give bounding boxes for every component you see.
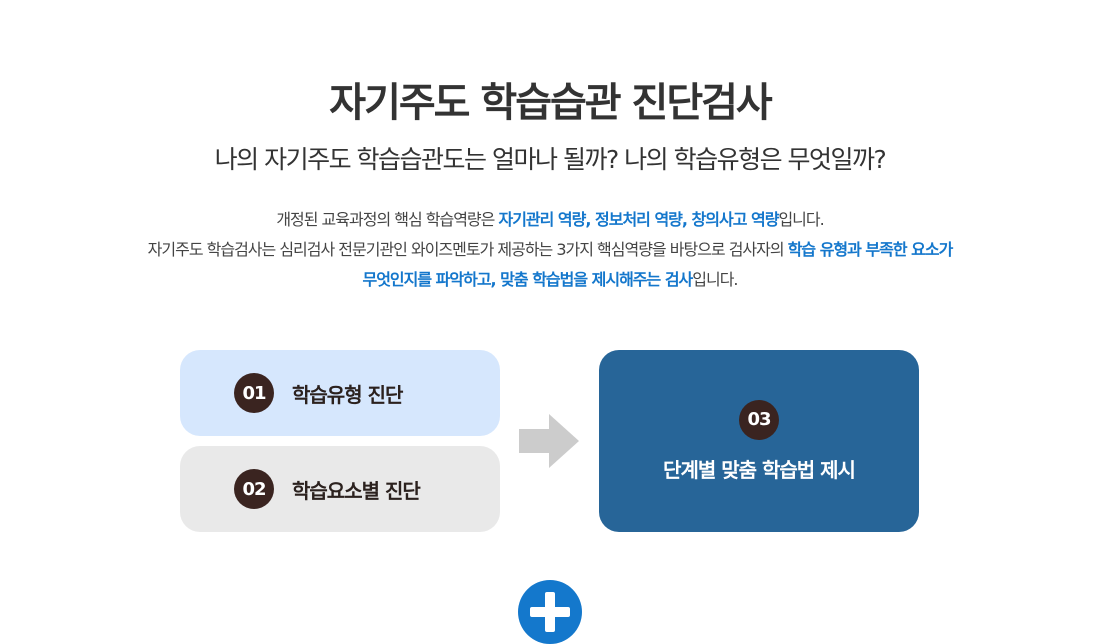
step-number-badge: 01	[234, 373, 274, 413]
arrow-right-icon	[519, 414, 579, 468]
step-label: 학습유형 진단	[292, 382, 403, 407]
page-title: 자기주도 학습습관 진단검사	[329, 80, 772, 126]
text: 입니다.	[692, 270, 738, 289]
highlight: 학습 유형과 부족한 요소가	[787, 240, 954, 259]
description: 개정된 교육과정의 핵심 학습역량은 자기관리 역량, 정보처리 역량, 창의사…	[0, 205, 1100, 295]
step-3-card: 03 단계별 맞춤 학습법 제시	[599, 350, 919, 532]
step-2-card: 02 학습요소별 진단	[180, 446, 500, 532]
step-label: 학습요소별 진단	[292, 478, 421, 503]
highlight: 자기관리 역량, 정보처리 역량, 창의사고 역량	[498, 210, 779, 229]
description-line-2: 자기주도 학습검사는 심리검사 전문기관인 와이즈멘토가 제공하는 3가지 핵심…	[0, 235, 1100, 265]
step-label: 단계별 맞춤 학습법 제시	[663, 457, 856, 482]
text: 입니다.	[778, 210, 824, 229]
text: 개정된 교육과정의 핵심 학습역량은	[276, 210, 499, 229]
step-1-card: 01 학습유형 진단	[180, 350, 500, 436]
text: 자기주도 학습검사는 심리검사 전문기관인 와이즈멘토가 제공하는 3가지 핵심…	[147, 240, 788, 259]
page-subtitle: 나의 자기주도 학습습관도는 얼마나 될까? 나의 학습유형은 무엇일까?	[214, 145, 887, 174]
highlight: 무엇인지를 파악하고, 맞춤 학습법을 제시해주는 검사	[362, 270, 693, 289]
step-number-badge: 03	[739, 399, 779, 440]
description-line-1: 개정된 교육과정의 핵심 학습역량은 자기관리 역량, 정보처리 역량, 창의사…	[0, 205, 1100, 235]
plus-icon	[518, 580, 582, 644]
description-line-3: 무엇인지를 파악하고, 맞춤 학습법을 제시해주는 검사입니다.	[0, 265, 1100, 295]
step-number-badge: 02	[234, 469, 274, 509]
